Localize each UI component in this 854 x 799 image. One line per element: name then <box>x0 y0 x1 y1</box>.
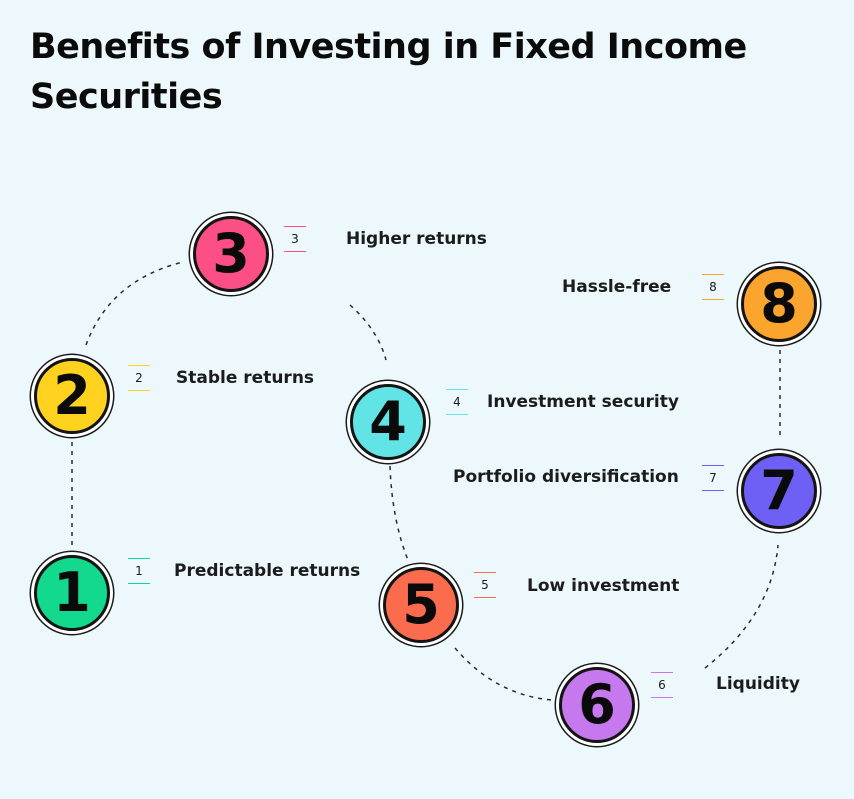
step-2-circle: 2 <box>34 358 110 434</box>
step-7-label: Portfolio diversification <box>453 467 679 487</box>
step-6-number: 6 <box>578 673 616 736</box>
step-1-badge: 1 <box>128 558 150 584</box>
step-4-circle: 4 <box>350 384 426 460</box>
step-7-number: 7 <box>760 459 798 522</box>
step-3-label: Higher returns <box>346 229 487 249</box>
step-7-badge: 7 <box>702 465 724 491</box>
connector-5-6 <box>454 647 553 701</box>
step-4-label: Investment security <box>487 392 679 412</box>
step-5-badge: 5 <box>474 572 496 598</box>
connector-4-5 <box>389 465 409 561</box>
step-5-label: Low investment <box>527 576 680 596</box>
step-3-circle: 3 <box>193 216 269 292</box>
step-8-number: 8 <box>760 272 798 335</box>
step-3-badge: 3 <box>284 226 306 252</box>
step-8-badge: 8 <box>702 274 724 300</box>
step-1-circle: 1 <box>34 555 110 631</box>
connector-6-7 <box>704 544 779 669</box>
step-8-circle: 8 <box>741 266 817 342</box>
step-5-circle: 5 <box>383 567 459 643</box>
step-5-number: 5 <box>402 573 440 636</box>
step-6-circle: 6 <box>559 667 635 743</box>
step-2-number: 2 <box>53 364 91 427</box>
step-6-label: Liquidity <box>716 674 800 694</box>
connector-3-4 <box>349 304 387 361</box>
step-7-circle: 7 <box>741 453 817 529</box>
page-title: Benefits of Investing in Fixed Income Se… <box>30 27 747 117</box>
step-4-number: 4 <box>369 390 407 453</box>
step-1-label: Predictable returns <box>174 561 361 581</box>
step-6-badge: 6 <box>651 672 673 698</box>
step-1-number: 1 <box>53 561 91 624</box>
step-2-label: Stable returns <box>176 368 315 388</box>
step-3-number: 3 <box>212 222 250 285</box>
step-4-badge: 4 <box>446 389 468 415</box>
step-2-badge: 2 <box>128 365 150 391</box>
step-8-label: Hassle-free <box>562 277 672 297</box>
connector-2-3 <box>85 261 184 346</box>
